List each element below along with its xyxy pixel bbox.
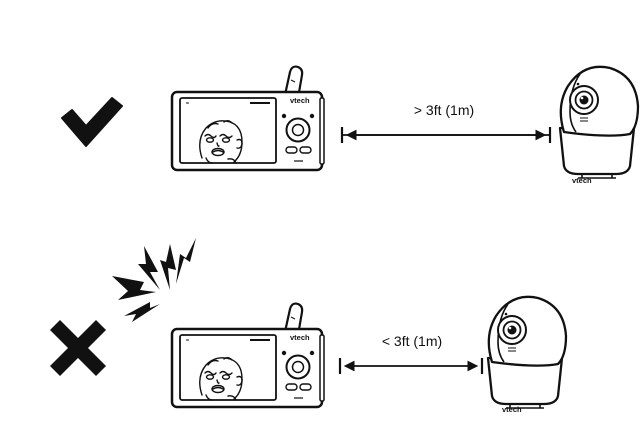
- baby-camera: [486, 295, 568, 410]
- distance-label: < 3ft (1m): [382, 333, 442, 349]
- row-correct: vtech > 3ft (1m) vtech: [61, 65, 640, 185]
- parent-monitor: [170, 65, 326, 172]
- distance-label: > 3ft (1m): [414, 102, 474, 118]
- camera-brand-label: vtech: [502, 405, 522, 414]
- cross-icon: [50, 320, 106, 376]
- parent-monitor: [170, 302, 326, 409]
- monitor-brand-label: vtech: [290, 96, 310, 105]
- checkmark-icon: [61, 97, 123, 147]
- row-incorrect: vtech < 3ft (1m) vtech: [50, 238, 568, 414]
- baby-camera: [558, 65, 640, 180]
- distance-arrow: [338, 358, 484, 374]
- monitor-brand-label: vtech: [290, 333, 310, 342]
- lightning-bolts-icon: [112, 238, 196, 322]
- camera-brand-label: vtech: [572, 176, 592, 185]
- distance-arrow: [340, 127, 552, 143]
